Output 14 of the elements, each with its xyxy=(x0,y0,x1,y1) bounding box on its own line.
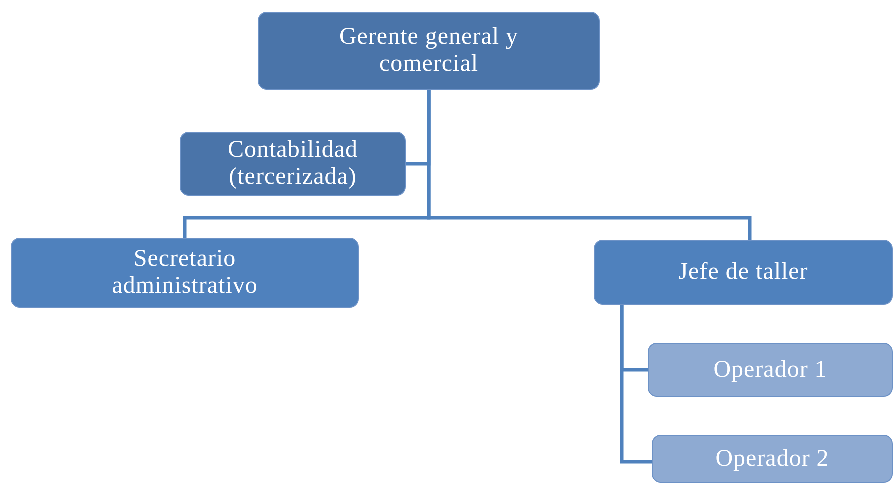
org-box xyxy=(648,343,893,397)
role-label: Operador 2 xyxy=(716,446,830,472)
org-box xyxy=(652,435,893,483)
role-label: Operador 1 xyxy=(714,356,828,384)
role-label: Contabilidad (tercerizada) xyxy=(227,137,359,191)
role-label: Gerente general y comercial xyxy=(338,24,520,78)
role-label: Jefe de taller xyxy=(678,259,808,286)
connector-line xyxy=(427,90,752,240)
org-box xyxy=(11,238,359,308)
org-box xyxy=(594,240,893,305)
org-box xyxy=(258,12,600,90)
role-label: Secretario administrativo xyxy=(111,246,259,300)
org-box xyxy=(180,132,406,196)
connector-line xyxy=(620,305,652,464)
